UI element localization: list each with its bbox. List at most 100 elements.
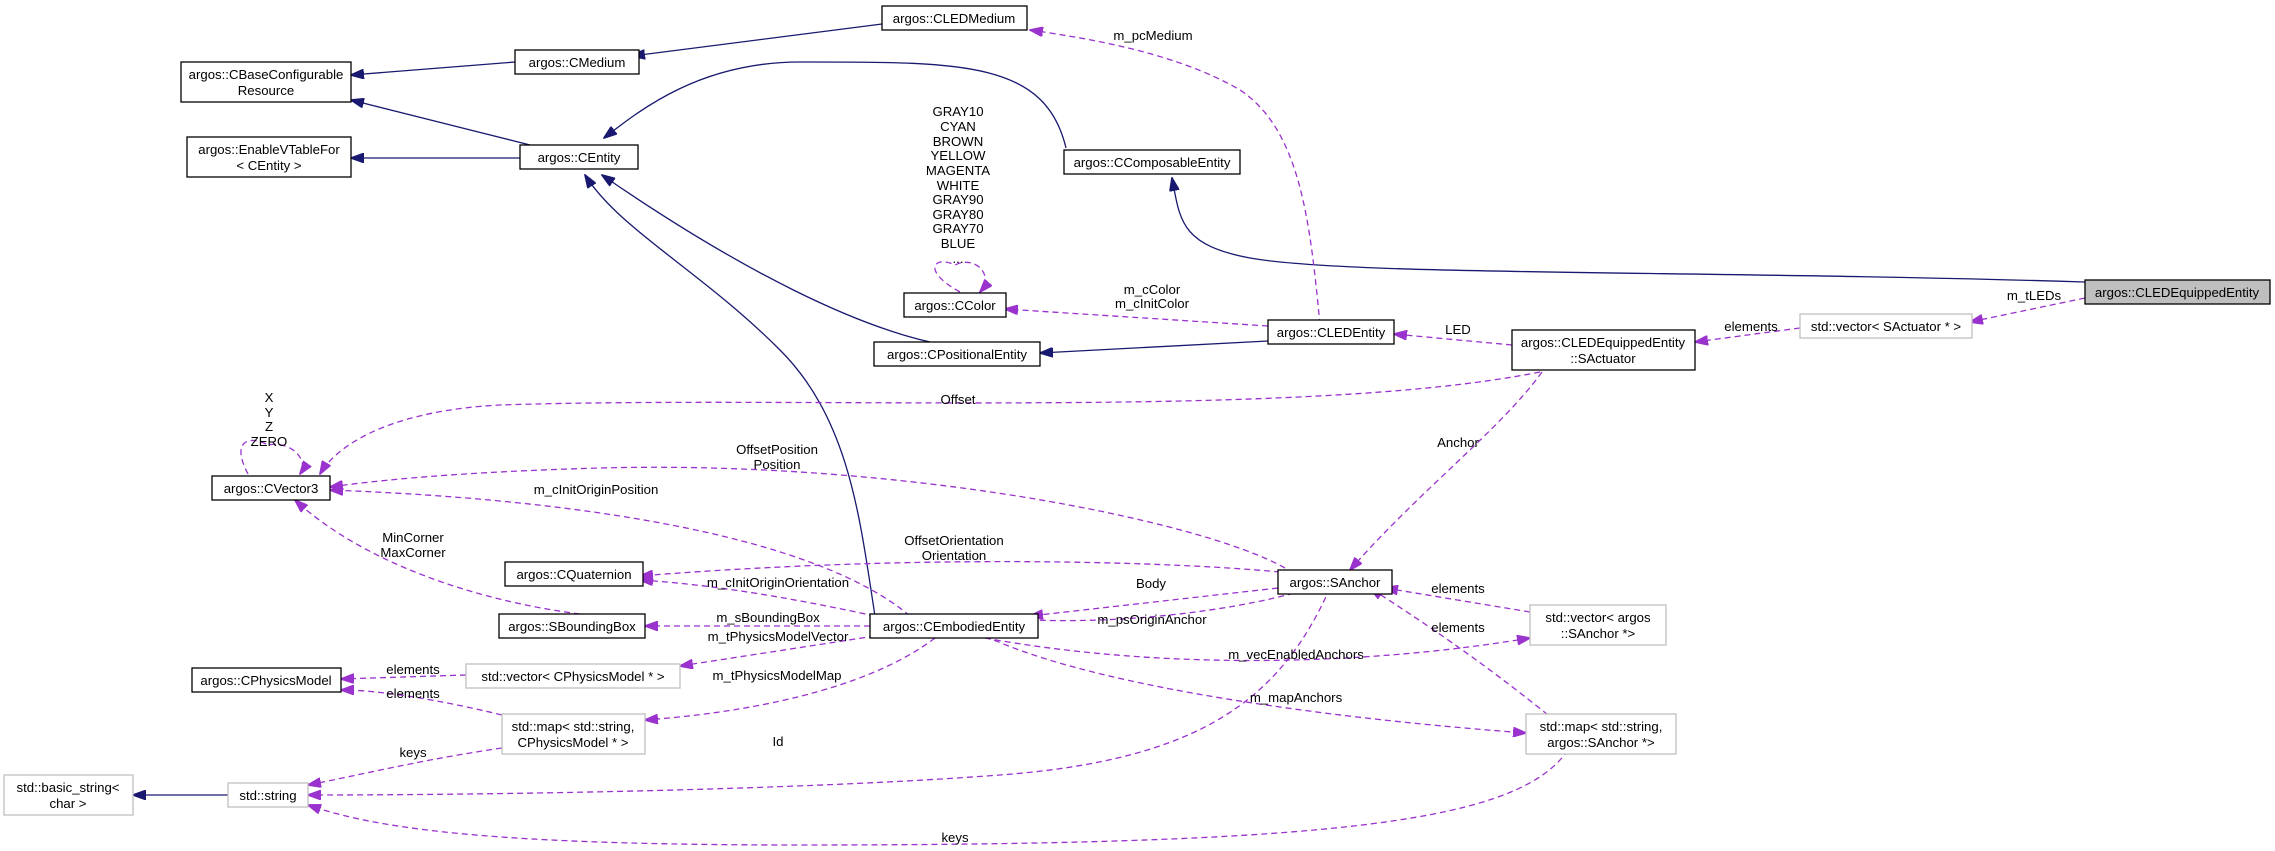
node-basic-string-label-1: std::basic_string<: [17, 780, 120, 795]
label-offset-orientation-2: Orientation: [922, 548, 987, 563]
label-elements-cphysicsmodel-map: elements: [386, 686, 440, 701]
label-m-mapanchors: m_mapAnchors: [1250, 690, 1343, 705]
node-std-string[interactable]: std::string: [227, 782, 309, 808]
label-minmax-corner-1: MinCorner: [382, 530, 444, 545]
edge-ledequipped-to-composable: [1172, 178, 2086, 283]
node-basic-string-label-2: char >: [49, 796, 86, 811]
label-m-cinitoriginorientation: m_cInitOriginOrientation: [707, 575, 849, 590]
node-vector-sactuator[interactable]: std::vector< SActuator * >: [1799, 313, 1973, 339]
node-vector-sanchor-label-2: ::SAnchor *>: [1561, 626, 1636, 641]
node-cmedium[interactable]: argos::CMedium: [514, 49, 640, 75]
node-cphysicsmodel-label: argos::CPhysicsModel: [200, 673, 331, 688]
label-vector-constants: X Y Z ZERO: [251, 390, 288, 449]
label-offset: Offset: [941, 392, 976, 407]
node-sanchor[interactable]: argos::SAnchor: [1277, 569, 1393, 595]
node-ccolor-label: argos::CColor: [914, 298, 996, 313]
node-vector-sanchor[interactable]: std::vector< argos ::SAnchor *>: [1529, 604, 1667, 646]
node-cpositionalentity-label: argos::CPositionalEntity: [887, 347, 1027, 362]
label-elements-sanchor-vec: elements: [1431, 581, 1485, 596]
edge-keys-sanchor: [308, 749, 1569, 846]
label-m-pcmedium: m_pcMedium: [1113, 28, 1192, 43]
node-vector-cphysicsmodel[interactable]: std::vector< CPhysicsModel * >: [465, 663, 681, 689]
label-color-constants: GRAY10 CYAN BROWN YELLOW MAGENTA WHITE G…: [926, 104, 990, 266]
node-std-string-label: std::string: [239, 788, 296, 803]
node-cquaternion[interactable]: argos::CQuaternion: [504, 561, 644, 587]
edge-m-vecenabledanchors: [984, 638, 1530, 662]
node-centity-label: argos::CEntity: [538, 150, 621, 165]
node-cledequippedentity-label: argos::CLEDEquippedEntity: [2095, 285, 2260, 300]
label-elements-sactuator: elements: [1724, 319, 1778, 334]
label-m-ccolor-2: m_cInitColor: [1115, 296, 1190, 311]
edge-m-tphysicsmodelvector: [680, 635, 876, 666]
node-cbaseconfigurableresource[interactable]: argos::CBaseConfigurable Resource: [180, 61, 352, 103]
label-color-constant: BROWN: [933, 134, 984, 149]
label-vector-constant: ZERO: [251, 434, 288, 449]
node-cledentity-label: argos::CLEDEntity: [1277, 325, 1386, 340]
label-m-cinitoriginposition: m_cInitOriginPosition: [534, 482, 659, 497]
edge-m-pcmedium: [1030, 30, 1321, 326]
nodes: argos::CLEDEquippedEntity argos::CLEDMed…: [3, 5, 2271, 816]
node-vector-cphysicsmodel-label: std::vector< CPhysicsModel * >: [481, 669, 665, 684]
edge-entity-to-baseconfigurable: [351, 100, 535, 147]
node-map-sanchor-label-1: std::map< std::string,: [1540, 719, 1663, 734]
edge-minmax-corner: [295, 500, 581, 615]
edge-id: [308, 587, 1331, 795]
node-cmedium-label: argos::CMedium: [529, 55, 626, 70]
label-m-tleds: m_tLEDs: [2007, 288, 2062, 303]
label-minmax-corner-2: MaxCorner: [380, 545, 446, 560]
node-cvector3[interactable]: argos::CVector3: [211, 475, 331, 501]
label-color-constant: GRAY90: [932, 192, 983, 207]
edge-cledmedium-to-cmedium: [632, 23, 883, 56]
label-m-tphysicsmodelvector: m_tPhysicsModelVector: [708, 629, 849, 644]
label-color-constant: GRAY10: [932, 104, 983, 119]
edge-ledentity-to-positional: [1040, 340, 1269, 353]
node-vector-sanchor-label-1: std::vector< argos: [1545, 610, 1651, 625]
label-m-ccolor-1: m_cColor: [1124, 282, 1181, 297]
edge-elements-cphysicsmodel-vec: [341, 675, 467, 679]
label-offset-orientation-1: OffsetOrientation: [904, 533, 1003, 548]
node-sactuator[interactable]: argos::CLEDEquippedEntity ::SActuator: [1511, 329, 1696, 371]
node-cpositionalentity[interactable]: argos::CPositionalEntity: [873, 341, 1041, 367]
node-cembodiedentity-label: argos::CEmbodiedEntity: [883, 619, 1026, 634]
edge-m-ccolor: [1005, 309, 1269, 327]
label-color-constant: YELLOW: [931, 148, 987, 163]
label-elements-sanchor-map: elements: [1431, 620, 1485, 635]
node-vector-sactuator-label: std::vector< SActuator * >: [1811, 319, 1962, 334]
node-cledmedium[interactable]: argos::CLEDMedium: [881, 5, 1028, 31]
node-map-cphysicsmodel[interactable]: std::map< std::string, CPhysicsModel * >: [501, 713, 646, 755]
edge-labels: m_tLEDs m_pcMedium GRAY10 CYAN BROWN YEL…: [251, 28, 2062, 845]
edge-embodied-to-entity: [585, 175, 876, 617]
edge-vector-selfloop: [240, 439, 303, 474]
edge-m-cinitoriginposition: [330, 490, 911, 617]
edge-offset-orientation: [640, 560, 1281, 576]
node-cembodiedentity[interactable]: argos::CEmbodiedEntity: [869, 613, 1039, 639]
edge-offset-position: [330, 466, 1286, 569]
node-enablevtablefor[interactable]: argos::EnableVTableFor < CEntity >: [186, 136, 352, 178]
node-map-sanchor-label-2: argos::SAnchor *>: [1547, 735, 1655, 750]
node-ccomposableentity[interactable]: argos::CComposableEntity: [1063, 149, 1241, 175]
node-cledmedium-label: argos::CLEDMedium: [893, 11, 1015, 26]
edge-elements-sanchor-map: [1370, 588, 1549, 716]
label-offset-position-1: OffsetPosition: [736, 442, 818, 457]
node-ccolor[interactable]: argos::CColor: [903, 292, 1007, 318]
node-centity[interactable]: argos::CEntity: [519, 144, 639, 170]
label-vector-constant: X: [265, 390, 274, 405]
node-basic-string[interactable]: std::basic_string< char >: [3, 774, 134, 816]
label-color-constant: GRAY80: [932, 207, 983, 222]
label-m-tphysicsmodelmap: m_tPhysicsModelMap: [713, 668, 842, 683]
node-cbaseconfigurableresource-label-1: argos::CBaseConfigurable: [189, 67, 344, 82]
edge-elements-cphysicsmodel-map: [341, 690, 503, 716]
node-cledequippedentity[interactable]: argos::CLEDEquippedEntity: [2084, 279, 2271, 305]
node-cphysicsmodel[interactable]: argos::CPhysicsModel: [191, 667, 342, 693]
edge-cmedium-to-baseconfigurable: [351, 61, 516, 75]
label-m-sboundingbox: m_sBoundingBox: [716, 610, 820, 625]
node-sboundingbox[interactable]: argos::SBoundingBox: [498, 613, 646, 639]
node-map-sanchor[interactable]: std::map< std::string, argos::SAnchor *>: [1525, 713, 1677, 755]
label-offset-position-2: Position: [754, 457, 801, 472]
node-enablevtablefor-label-2: < CEntity >: [236, 158, 302, 173]
node-sactuator-label-2: ::SActuator: [1570, 351, 1636, 366]
node-ccomposableentity-label: argos::CComposableEntity: [1074, 155, 1231, 170]
label-keys-sanchor: keys: [941, 830, 969, 845]
edge-elements-sanchor-vec: [1385, 588, 1531, 613]
node-cledentity[interactable]: argos::CLEDEntity: [1267, 319, 1395, 345]
